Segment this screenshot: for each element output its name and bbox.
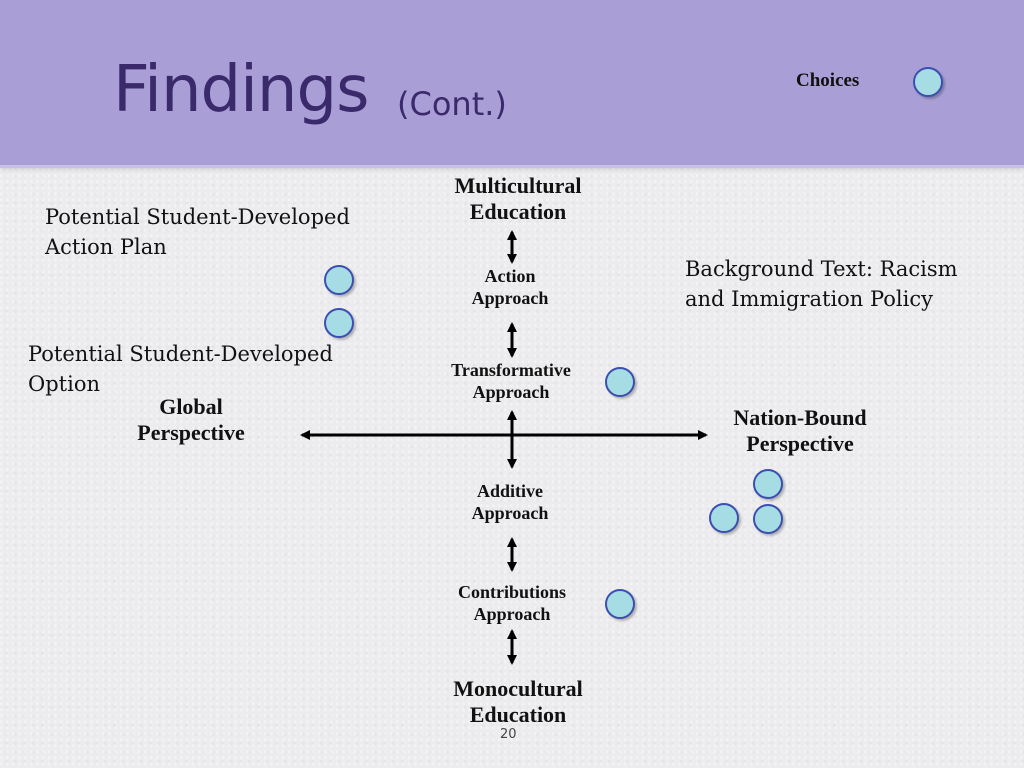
global-perspective-label: Global Perspective xyxy=(137,394,245,446)
action-plan-note: Potential Student-Developed Action Plan xyxy=(45,205,350,260)
choice-dot xyxy=(605,589,635,619)
choice-dot xyxy=(605,367,635,397)
transformative-approach-label: Transformative Approach xyxy=(451,360,571,402)
title-bar xyxy=(0,0,1024,168)
action-approach-label: Action Approach xyxy=(471,266,549,308)
slide-subtitle: (Cont.) xyxy=(397,85,507,123)
background-text-note: Background Text: Racism and Immigration … xyxy=(685,257,958,312)
choice-dot xyxy=(753,469,783,499)
slide-title: Findings xyxy=(113,53,369,127)
slide-number: 20 xyxy=(500,727,517,742)
choices-label: Choices xyxy=(796,70,860,91)
choice-dot xyxy=(324,265,354,295)
nation-bound-perspective-label: Nation-Bound Perspective xyxy=(733,405,867,457)
choice-dot xyxy=(709,503,739,533)
contributions-approach-label: Contributions Approach xyxy=(457,582,567,624)
choice-dot xyxy=(753,504,783,534)
option-note: Potential Student-Developed Option xyxy=(28,342,333,397)
additive-approach-label: Additive Approach xyxy=(471,481,549,523)
multicultural-education-label: Multicultural Education xyxy=(454,173,582,225)
choices-legend-dot xyxy=(913,67,943,97)
monocultural-education-label: Monocultural Education xyxy=(453,676,583,728)
choice-dot xyxy=(324,308,354,338)
